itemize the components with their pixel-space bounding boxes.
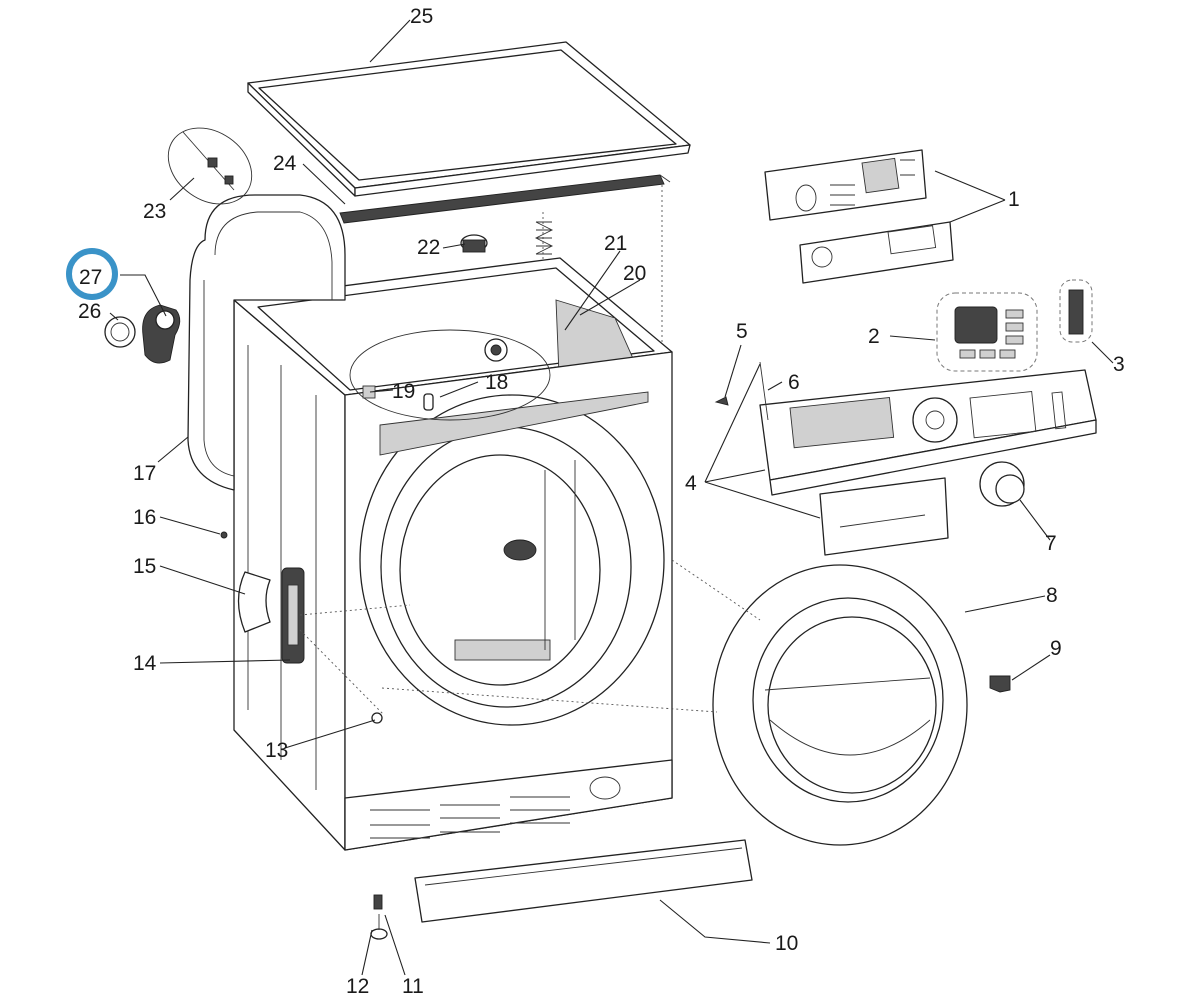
part-side-buttons — [1059, 279, 1093, 343]
part-top-strip — [339, 174, 671, 224]
callout-21: 21 — [604, 232, 627, 255]
part-kickplate — [414, 839, 753, 923]
part-control-boards — [764, 149, 954, 284]
callout-14: 14 — [133, 652, 157, 675]
callout-17: 17 — [133, 462, 156, 485]
callout-18: 18 — [485, 371, 508, 394]
part-rod-6 — [759, 361, 769, 421]
part-screw-11-12 — [370, 894, 388, 940]
callout-9: 9 — [1050, 637, 1062, 660]
callout-10: 10 — [775, 932, 798, 955]
callout-22: 22 — [417, 236, 440, 259]
leader-lines — [109, 19, 1114, 976]
part-small-sensor — [423, 393, 434, 411]
callout-4: 4 — [685, 472, 697, 495]
callout-7: 7 — [1045, 532, 1057, 555]
part-screw-13 — [371, 712, 383, 724]
part-pin-5 — [714, 396, 729, 406]
callout-6: 6 — [788, 371, 800, 394]
callout-11: 11 — [402, 975, 424, 996]
part-door-latch — [989, 675, 1011, 693]
callout-19: 19 — [392, 380, 415, 403]
callout-16: 16 — [133, 506, 156, 529]
callout-1: 1 — [1008, 188, 1020, 211]
callout-20: 20 — [623, 262, 646, 285]
part-hinge-cover — [237, 571, 271, 633]
callout-27-highlight-ring — [66, 248, 118, 300]
callout-13: 13 — [265, 739, 288, 762]
part-button-cluster — [936, 292, 1038, 372]
part-spring — [534, 221, 554, 255]
callout-3: 3 — [1113, 353, 1125, 376]
callout-2: 2 — [868, 325, 880, 348]
part-control-panel — [759, 369, 1097, 496]
callout-8: 8 — [1046, 584, 1058, 607]
callout-26: 26 — [78, 300, 101, 323]
part-pipe-fitting — [484, 338, 508, 362]
part-front-door — [712, 564, 968, 846]
part-pump-cap — [104, 316, 136, 348]
callout-12: 12 — [346, 975, 369, 996]
part-small-motor — [460, 234, 488, 253]
part-cable-harness — [167, 127, 253, 205]
part-door-hinge — [281, 567, 305, 664]
callout-27: 27 — [79, 266, 102, 289]
part-program-knob — [979, 461, 1025, 507]
part-rear-seal — [187, 194, 346, 491]
callout-5: 5 — [736, 320, 748, 343]
callout-24: 24 — [273, 152, 297, 175]
part-screw-16 — [220, 531, 228, 539]
callout-23: 23 — [143, 200, 166, 223]
part-cabinet — [233, 257, 673, 851]
part-top-cover — [247, 41, 691, 197]
part-detergent-drawer — [819, 477, 949, 556]
callout-25: 25 — [410, 5, 433, 28]
callout-15: 15 — [133, 555, 156, 578]
part-drain-pump — [142, 304, 181, 364]
